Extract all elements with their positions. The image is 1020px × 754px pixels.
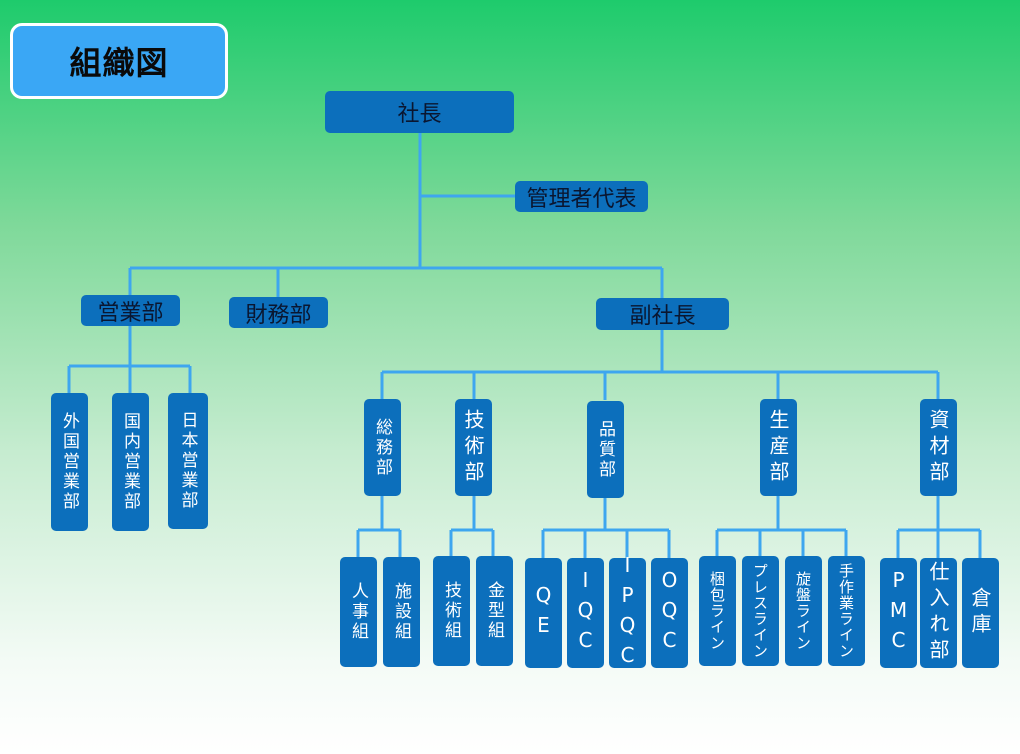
node-pmc: PMC <box>880 558 917 668</box>
node-qe-label: QE <box>531 583 556 643</box>
node-purchasing: 仕入れ部 <box>920 558 957 668</box>
node-management-representative: 管理者代表 <box>515 181 648 212</box>
chart-title: 組織図 <box>10 23 228 99</box>
node-materials-label: 資材部 <box>926 408 950 487</box>
node-technology: 技術部 <box>455 399 492 496</box>
node-qe: QE <box>525 558 562 668</box>
node-oqc-label: OQC <box>657 568 682 658</box>
node-lathe-line-label: 旋盤ライン <box>794 571 812 651</box>
node-press-line-label: プレスライン <box>751 563 769 659</box>
node-ipqc: IPQC <box>609 553 646 673</box>
node-sales-label: 営業部 <box>97 300 164 326</box>
node-facility-group: 施設組 <box>383 557 420 667</box>
node-overseas-sales: 外国営業部 <box>51 393 88 531</box>
node-technology-label: 技術部 <box>461 408 485 487</box>
node-general-affairs-label: 総務部 <box>372 417 392 478</box>
node-hr-group-label: 人事組 <box>348 582 368 642</box>
node-oqc: OQC <box>651 558 688 668</box>
node-mold-group-label: 金型組 <box>484 581 504 641</box>
node-domestic-sales-label: 国内営業部 <box>120 412 140 512</box>
node-manual-line: 手作業ライン <box>828 556 865 666</box>
node-iqc: IQC <box>567 558 604 668</box>
node-finance-label: 財務部 <box>245 302 312 328</box>
node-packing-line: 梱包ライン <box>699 556 736 666</box>
node-iqc-label: IQC <box>573 568 598 658</box>
node-warehouse-label: 倉庫 <box>968 587 992 639</box>
node-tech-group: 技術組 <box>433 556 470 666</box>
node-press-line: プレスライン <box>742 556 779 666</box>
node-vice-president: 副社長 <box>596 298 729 330</box>
node-facility-group-label: 施設組 <box>391 582 411 642</box>
node-materials: 資材部 <box>920 399 957 496</box>
node-sales: 営業部 <box>81 295 180 326</box>
node-production: 生産部 <box>760 399 797 496</box>
node-packing-line-label: 梱包ライン <box>708 571 726 651</box>
node-mold-group: 金型組 <box>476 556 513 666</box>
node-quality-label: 品質部 <box>595 419 615 480</box>
node-manual-line-label: 手作業ライン <box>837 563 855 659</box>
chart-title-text: 組織図 <box>69 44 169 82</box>
node-ipqc-label: IPQC <box>615 553 640 673</box>
node-president-label: 社長 <box>397 102 442 127</box>
node-overseas-sales-label: 外国営業部 <box>59 412 79 512</box>
node-purchasing-label: 仕入れ部 <box>926 561 950 665</box>
node-production-label: 生産部 <box>766 408 790 487</box>
node-management-representative-label: 管理者代表 <box>526 186 637 212</box>
node-hr-group: 人事組 <box>340 557 377 667</box>
node-tech-group-label: 技術組 <box>441 581 461 641</box>
node-finance: 財務部 <box>229 297 328 328</box>
node-domestic-sales: 国内営業部 <box>112 393 149 531</box>
node-lathe-line: 旋盤ライン <box>785 556 822 666</box>
node-vice-president-label: 副社長 <box>629 304 696 329</box>
node-general-affairs: 総務部 <box>364 399 401 496</box>
node-japan-sales: 日本営業部 <box>168 393 208 529</box>
node-pmc-label: PMC <box>886 568 911 658</box>
node-warehouse: 倉庫 <box>962 558 999 668</box>
node-president: 社長 <box>325 91 514 133</box>
node-japan-sales-label: 日本営業部 <box>177 411 198 511</box>
node-quality: 品質部 <box>587 401 624 498</box>
